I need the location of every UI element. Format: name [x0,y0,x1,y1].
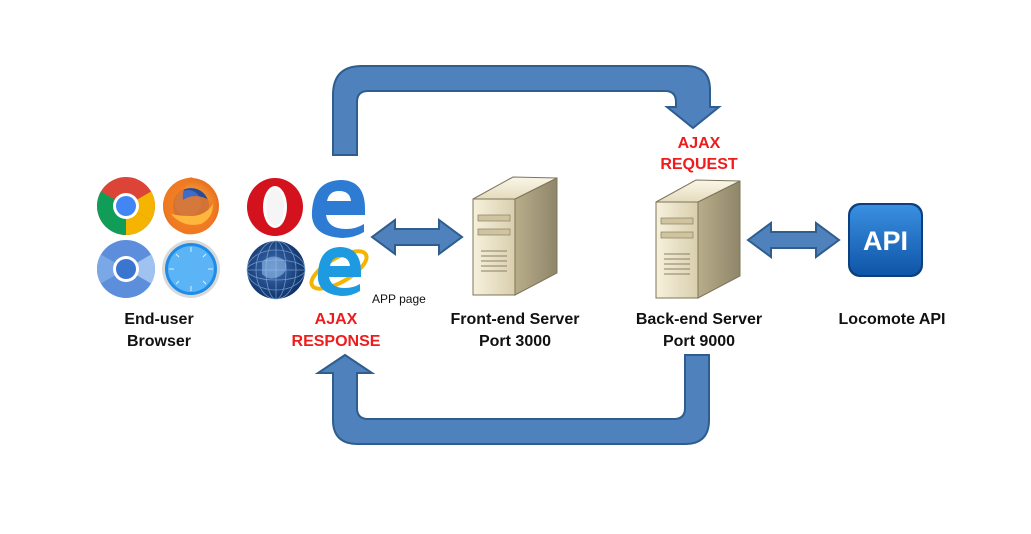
ajax-response-label-line2: RESPONSE [292,333,381,350]
chromium-icon [97,240,155,298]
ajax-response-label-line1: AJAX [315,311,358,328]
opera-icon [247,178,303,236]
ajax-request-flow-arrow [332,65,722,156]
globe-browser-icon [246,240,306,300]
chrome-icon [97,177,155,235]
api-icon-text: API [863,226,908,256]
api-icon: API [848,203,923,277]
browser-label-line2: Browser [127,333,191,350]
ajax-request-label-line2: REQUEST [660,156,738,173]
backend-api-double-arrow [746,221,841,259]
frontend-server-icon [472,176,558,296]
ajax-response-flow-arrow [314,353,710,445]
frontend-label-line2: Port 3000 [479,333,551,350]
ajax-request-label-line1: AJAX [678,135,721,152]
frontend-label-line1: Front-end Server [451,311,580,328]
backend-server-icon [655,179,741,299]
internet-explorer-icon [309,247,369,296]
browser-label-line1: End-user [124,311,193,328]
edge-icon [311,180,365,238]
firefox-icon [163,177,219,235]
api-label: Locomote API [839,311,946,328]
safari-icon [162,240,220,298]
backend-label-line2: Port 9000 [663,333,735,350]
backend-label-line1: Back-end Server [636,311,762,328]
browser-frontend-double-arrow [370,218,464,256]
app-page-label: APP page [372,292,426,306]
